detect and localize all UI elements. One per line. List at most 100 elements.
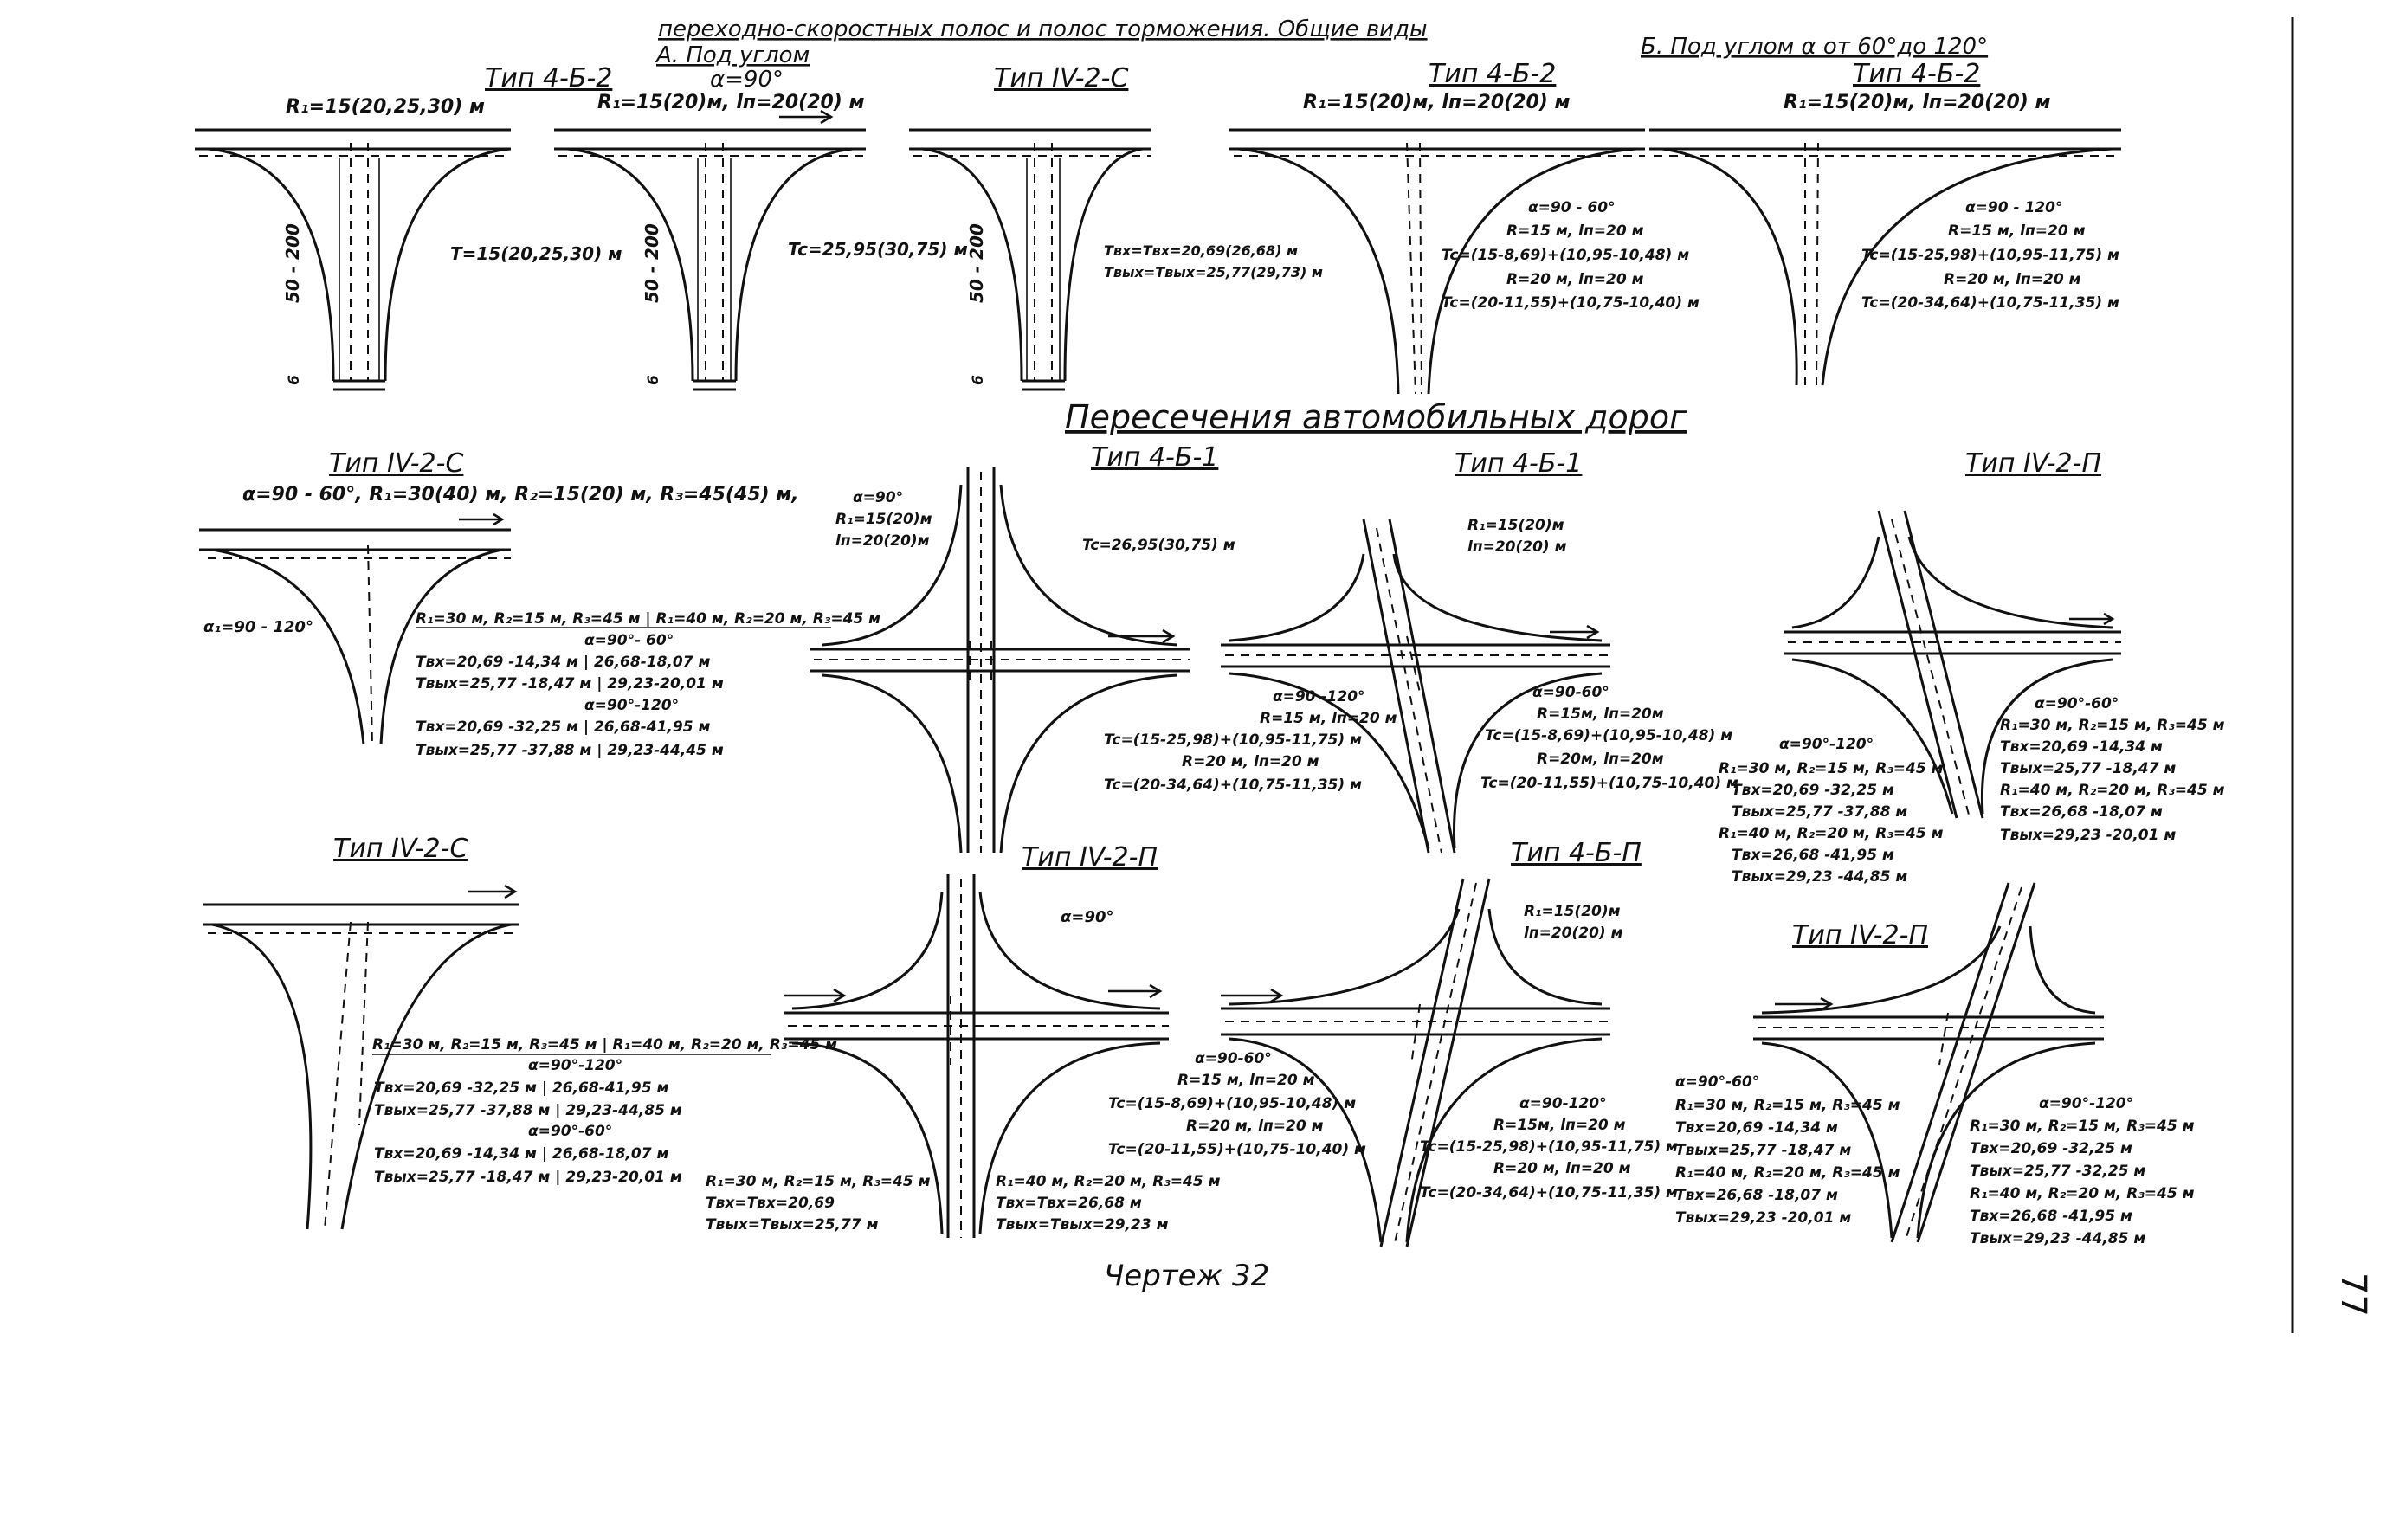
param-line: α=90 - 60° <box>1528 199 1616 216</box>
param-line: α=90°-60° <box>2035 695 2119 712</box>
table-head: R₁=30 м, R₂=15 м, R₃=45 м | R₁=40 м, R₂=… <box>372 1036 837 1054</box>
t-in-value: Tвх=Tвх=20,69(26,68) м <box>1104 242 1298 259</box>
param-line: Tc=(15-25,98)+(10,95-11,75) м <box>1104 731 1362 749</box>
section-title: Пересечения автомобильных дорог <box>1065 398 1687 436</box>
param-line: α=90 -120° <box>1273 688 1365 706</box>
param-line: α=90-120° <box>1519 1095 1607 1112</box>
param-line: Tвых=25,77 -37,88 м <box>1732 803 1907 821</box>
table-row: Tвх=20,69 -14,34 м | 26,68-18,07 м <box>416 654 710 671</box>
param-line: R=15 м, lп=20 м <box>1260 710 1397 727</box>
param-line: α=90°-120° <box>1779 736 1874 753</box>
param-line: α=90° <box>853 489 903 506</box>
param-line: lп=20(20) м <box>1524 925 1623 942</box>
param-line: Tc=(15-25,98)+(10,95-11,75) м <box>1861 247 2119 264</box>
param-line: R=20 м, lп=20 м <box>1182 753 1319 770</box>
type-label: Тип IV-2-П <box>1792 920 1928 950</box>
row2-right1-cross: Тип 4-Б-1 R₁=15(20)м lп=20(20) м α=90 -1… <box>1104 448 1738 854</box>
param-line: Tc=(15-8,69)+(10,95-10,48) м <box>1485 727 1732 744</box>
param-line: R=15м, lп=20 м <box>1493 1117 1626 1134</box>
row3-left-junction: Тип IV-2-С R₁=30 м, R₂=15 м, R₃=45 м | R… <box>203 834 837 1230</box>
param-line: Tвх=20,69 -32,25 м <box>1732 782 1894 799</box>
type-label: Тип 4-Б-1 <box>1091 442 1218 473</box>
param-line: Tвх=20,69 -32,25 м <box>1970 1140 2132 1157</box>
t-out-value: Tвых=Tвых=25,77(29,73) м <box>1104 264 1323 280</box>
param-line: R₁=30 м, R₂=15 м, R₃=45 м <box>1719 760 1944 777</box>
length-label: 50 - 200 <box>966 223 987 303</box>
t-value: Tc=26,95(30,75) м <box>1082 537 1235 554</box>
param-line: R=15 м, lп=20 м <box>1177 1072 1315 1089</box>
param-line: Tвх=26,68 -18,07 м <box>2000 803 2163 821</box>
param-line: R=20 м, lп=20 м <box>1944 271 2081 288</box>
table-row: Tвх=20,69 -32,25 м | 26,68-41,95 м <box>416 718 710 736</box>
table-row: Tвх=20,69 -14,34 м | 26,68-18,07 м <box>374 1145 668 1163</box>
param-line: Tвых=25,77 -32,25 м <box>1970 1163 2145 1180</box>
row3-center-cross: Тип IV-2-П α=90° R₁=30 м, R₂=15 м, R₃=45… <box>706 842 1221 1238</box>
group-a-label: А. Под углом <box>655 42 810 68</box>
t-junction-5: Тип 4-Б-2 R₁=15(20)м, lп=20(20) м α=90 -… <box>1649 59 2121 386</box>
t-junction-1: Тип 4-Б-2 R₁=15(20,25,30) м T=15(20,25,3… <box>195 63 622 391</box>
page-number: 77 <box>2333 1273 2373 1317</box>
param-line: Tвх=26,68 -18,07 м <box>1675 1187 1838 1204</box>
row3-right1-cross: Тип 4-Б-П R₁=15(20)м lп=20(20) м α=90-60… <box>1108 838 1678 1247</box>
param-line: R₁=15(20)м <box>1524 903 1621 920</box>
param-line: R=20 м, lп=20 м <box>1506 271 1644 288</box>
t-value: Tc=25,95(30,75) м <box>788 239 968 260</box>
t-junction-4: Тип 4-Б-2 R₁=15(20)м, lп=20(20) м α=90 -… <box>1229 59 1700 395</box>
t-value: T=15(20,25,30) м <box>450 243 622 264</box>
type-label: Тип 4-Б-1 <box>1455 448 1582 479</box>
figure-caption: Чертеж 32 <box>1104 1259 1269 1293</box>
param-line: Tc=(20-34,64)+(10,75-11,35) м <box>1104 776 1362 794</box>
param-line: Tc=(20-11,55)+(10,75-10,40) м <box>1442 294 1700 312</box>
t-junction-3: Тип IV-2-С Tвх=Tвх=20,69(26,68) м Tвых=T… <box>909 63 1323 391</box>
param-line: R₁=40 м, R₂=20 м, R₃=45 м <box>1675 1164 1900 1182</box>
param-line: Tc=(20-34,64)+(10,75-11,35) м <box>1861 294 2119 312</box>
type-label: Тип 4-Б-2 <box>485 63 612 93</box>
param-line: R₁=40 м, R₂=20 м, R₃=45 м <box>996 1173 1221 1190</box>
width-label: 6 <box>645 375 662 385</box>
param-line: Tвх=20,69 -14,34 м <box>1675 1119 1838 1137</box>
alpha-label: α₁=90 - 120° <box>203 618 313 636</box>
param-line: Tвых=25,77 -18,47 м <box>1675 1142 1851 1159</box>
param-line: α=90°-120° <box>2039 1095 2133 1112</box>
table-row: α=90°-60° <box>528 1123 612 1140</box>
param-line: R₁=15(20)м <box>1467 517 1564 534</box>
length-label: 50 - 200 <box>282 223 303 303</box>
t-junction-2: R₁=15(20)м, lп=20(20) м Tc=25,95(30,75) … <box>554 92 968 391</box>
param-line: R=20 м, lп=20 м <box>1186 1118 1324 1135</box>
param-line: Tвых=Tвых=29,23 м <box>996 1216 1169 1234</box>
param-line: Tc=(15-25,98)+(10,95-11,75) м <box>1420 1138 1678 1156</box>
type-label: Тип 4-Б-П <box>1511 838 1642 868</box>
param-line: R₁=30 м, R₂=15 м, R₃=45 м <box>1970 1118 2195 1135</box>
param-line: Tc=(20-11,55)+(10,75-10,40) м <box>1108 1141 1366 1158</box>
param-line: lп=20(20)м <box>835 532 930 550</box>
param-line: R₁=30 м, R₂=15 м, R₃=45 м <box>1675 1097 1900 1114</box>
table-row: Tвых=25,77 -18,47 м | 29,23-20,01 м <box>416 675 724 693</box>
type-label: Тип IV-2-С <box>329 448 463 479</box>
param-line: Tвых=29,23 -44,85 м <box>1970 1230 2145 1247</box>
param-line: R=15м, lп=20м <box>1537 706 1664 723</box>
param-line: R₁=30 м, R₂=15 м, R₃=45 м <box>2000 717 2225 734</box>
type-label: Тип 4-Б-2 <box>1429 59 1556 89</box>
param-line: R=15 м, lп=20 м <box>1506 222 1644 240</box>
param-line: Tc=(20-34,64)+(10,75-11,35) м <box>1420 1184 1678 1202</box>
param-line: Tc=(20-11,55)+(10,75-10,40) м <box>1480 775 1738 792</box>
row3-right2-cross: Тип IV-2-П α=90°-60° R₁=30 м, R₂=15 м, R… <box>1675 882 2195 1247</box>
param-line: α=90-60° <box>1195 1050 1272 1067</box>
param-line: Tвх=26,68 -41,95 м <box>1732 847 1894 864</box>
param-line: Tвых=25,77 -18,47 м <box>2000 760 2176 777</box>
param-line: Tвых=Tвых=25,77 м <box>706 1216 879 1234</box>
type-label: Тип IV-2-П <box>1022 842 1158 873</box>
table-row: Tвых=25,77 -18,47 м | 29,23-20,01 м <box>374 1169 682 1186</box>
alpha-label: α=90° <box>1061 908 1114 926</box>
table-row: α=90°-120° <box>528 1057 622 1074</box>
width-label: 6 <box>970 375 987 385</box>
row2-right2-cross: Тип IV-2-П α=90°-120° R₁=30 м, R₂=15 м, … <box>1719 448 2225 886</box>
table-head: R₁=30 м, R₂=15 м, R₃=45 м | R₁=40 м, R₂=… <box>416 610 880 628</box>
param-line: R₁=15(20)м <box>835 511 932 528</box>
param-line: Tвых=29,23 -44,85 м <box>1732 868 1907 886</box>
row2-center-cross: Тип 4-Б-1 α=90° R₁=15(20)м lп=20(20)м Tc… <box>810 442 1235 854</box>
alpha-90-label: α=90° <box>710 67 784 93</box>
table-row: Tвх=20,69 -32,25 м | 26,68-41,95 м <box>374 1079 668 1097</box>
param-line: Tвх=20,69 -14,34 м <box>2000 738 2163 756</box>
